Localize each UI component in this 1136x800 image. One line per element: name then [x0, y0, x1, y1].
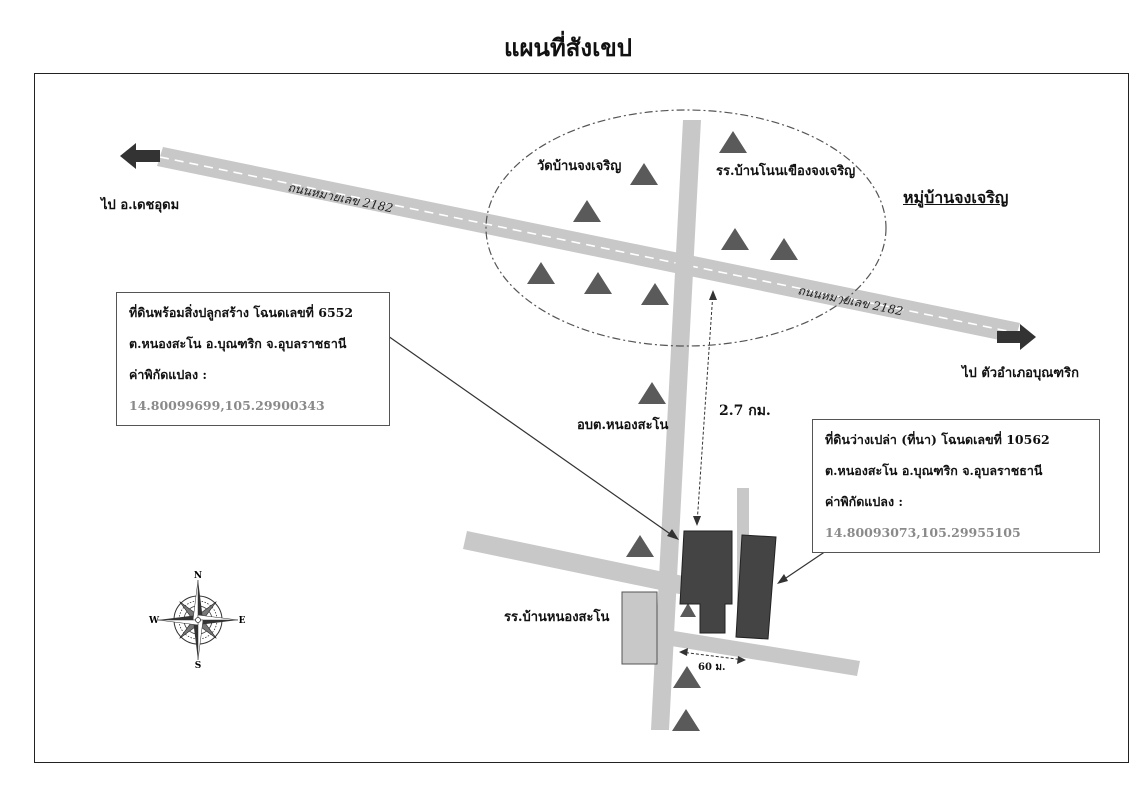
village-marker — [584, 272, 612, 294]
highway-centerline — [159, 156, 1018, 334]
school-nongsano-label: รร.บ้านหนองสะโน — [504, 610, 610, 625]
leader-arrowhead — [667, 529, 679, 540]
distance-arrowhead — [737, 656, 746, 664]
arrow-right-icon — [997, 324, 1036, 350]
distance-arrowhead — [709, 290, 717, 300]
destination-right: ไป ตัวอำเภอบุณฑริก — [962, 366, 1079, 381]
village-marker — [721, 228, 749, 250]
plot-10562-title: ที่ดินว่างเปล่า (ที่นา) โฉนดเลขที่ 10562 — [825, 432, 1050, 447]
plot-6552-location: ต.หนองสะโน อ.บุณฑริก จ.อุบลราชธานี — [129, 336, 347, 351]
village-name: หมู่บ้านจงเจริญ — [903, 188, 1009, 207]
distance-60m-label: 60 ม. — [698, 662, 726, 673]
leader-arrowhead — [777, 574, 788, 584]
distance-2-7km-line — [696, 291, 714, 525]
sao-marker — [638, 382, 666, 404]
village-marker — [630, 163, 658, 185]
arrow-left-icon — [120, 143, 160, 169]
road-lower-east — [665, 630, 860, 676]
plot-10562 — [735, 534, 777, 640]
compass-n-label: N — [194, 571, 202, 581]
destination-left: ไป อ.เดชอุดม — [101, 198, 180, 213]
village-school-label: รร.บ้านโนนเขืองจงเจริญ — [716, 164, 856, 179]
landmark-marker — [673, 666, 701, 688]
coord-label: ค่าพิกัดแปลง : — [129, 367, 208, 382]
compass-s-label: S — [195, 661, 202, 671]
distance-60m-line — [680, 651, 745, 661]
plot-6552 — [679, 530, 733, 634]
distance-arrowhead — [679, 648, 688, 656]
village-boundary — [485, 109, 887, 347]
village-marker — [770, 238, 798, 260]
sao-label: อบต.หนองสะโน — [577, 418, 669, 433]
village-marker — [573, 200, 601, 222]
distance-arrowhead — [693, 516, 701, 526]
landmark-marker — [680, 603, 696, 617]
compass-w-label: W — [148, 616, 160, 626]
leader-line-6552 — [387, 335, 677, 539]
school-nongsano-block — [621, 591, 658, 665]
plot-10562-info-box: ที่ดินว่างเปล่า (ที่นา) โฉนดเลขที่ 10562… — [812, 419, 1100, 553]
plot-6552-coordinates: ค่าพิกัดแปลง : 14.80099699,105.29900343 — [129, 359, 375, 421]
distance-2-7km-label: 2.7 กม. — [719, 403, 771, 419]
plot-6552-title: ที่ดินพร้อมสิ่งปลูกสร้าง โฉนดเลขที่ 6552 — [129, 305, 354, 320]
landmark-marker — [672, 709, 700, 731]
compass-e-label: E — [239, 616, 246, 626]
village-marker — [527, 262, 555, 284]
coord-label: ค่าพิกัดแปลง : — [825, 494, 904, 509]
landmark-marker — [626, 535, 654, 557]
temple-label: วัดบ้านจงเจริญ — [537, 159, 622, 174]
plot-10562-coordinates: ค่าพิกัดแปลง : 14.80093073,105.29955105 — [825, 486, 1085, 548]
coord-value: 14.80093073,105.29955105 — [825, 525, 1021, 540]
road-lower-west — [463, 531, 688, 595]
village-marker — [719, 131, 747, 153]
map-title: แผนที่สังเขป — [504, 33, 632, 62]
village-marker — [641, 283, 669, 305]
coord-value: 14.80099699,105.29900343 — [129, 398, 325, 413]
compass-rose-icon — [157, 579, 239, 661]
map-frame — [34, 73, 1129, 763]
plot-10562-location: ต.หนองสะโน อ.บุณฑริก จ.อุบลราชธานี — [825, 463, 1043, 478]
plot-6552-info-box: ที่ดินพร้อมสิ่งปลูกสร้าง โฉนดเลขที่ 6552… — [116, 292, 390, 426]
